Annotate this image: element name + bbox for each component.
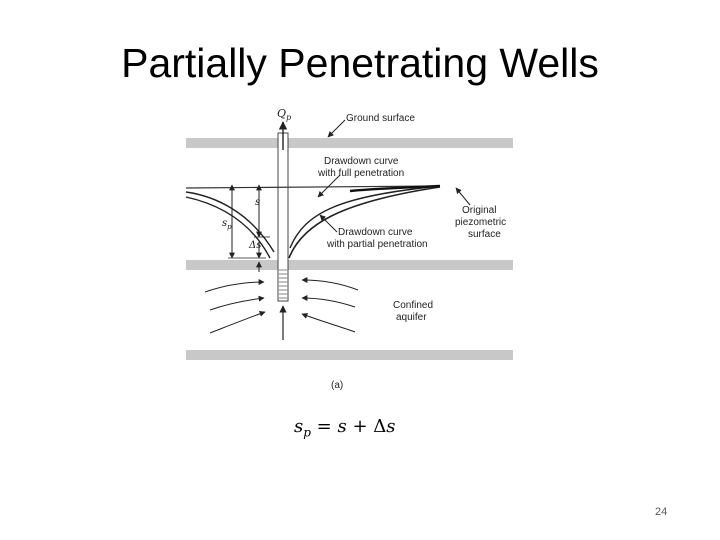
partial-drawdown-label-1: Drawdown curve — [338, 227, 413, 238]
flow-arrow-left-1 — [204, 279, 265, 293]
original-piezometric-surface — [185, 185, 441, 189]
flow-arrow-right-3 — [301, 313, 356, 333]
original-label-3: surface — [468, 229, 501, 240]
slide-title: Partially Penetrating Wells — [121, 40, 599, 86]
original-label-2: piezometric — [455, 217, 506, 228]
full-drawdown-label-1: Drawdown curve — [324, 156, 399, 167]
page-number: 24 — [655, 506, 668, 518]
ground-surface-leader — [327, 119, 346, 138]
delta-s-symbol: Δs — [248, 240, 261, 251]
drawdown-formula: sp = s + Δs — [294, 416, 396, 440]
drawdown-full-right — [289, 185, 441, 249]
discharge-label: Qp — [277, 107, 291, 122]
drawdown-partial-right — [288, 186, 441, 259]
s-symbol: s — [255, 197, 260, 208]
full-drawdown-leader — [317, 174, 341, 198]
surface-junction — [349, 184, 441, 193]
confined-label-1: Confined — [393, 300, 433, 311]
flow-arrow-right-2 — [301, 295, 356, 308]
well-casing — [277, 132, 289, 302]
sp-symbol: sp — [222, 218, 232, 231]
original-surface-leader — [455, 187, 471, 206]
well-screen — [279, 269, 287, 299]
flow-arrow-left-2 — [209, 295, 265, 311]
confined-label-2: aquifer — [396, 312, 427, 323]
upper-confining-band — [186, 260, 513, 270]
original-label-1: Original — [462, 205, 496, 216]
flow-arrow-left-3 — [209, 310, 266, 334]
sub-figure-label: (a) — [331, 380, 343, 391]
full-drawdown-label-2: with full penetration — [317, 168, 404, 179]
flow-arrow-right-1 — [301, 277, 359, 291]
lower-confining-band — [186, 350, 513, 360]
partial-drawdown-leader — [319, 214, 338, 233]
ground-surface-band — [186, 138, 513, 148]
partial-drawdown-label-2: with partial penetration — [326, 239, 428, 250]
ground-surface-label: Ground surface — [346, 113, 415, 124]
